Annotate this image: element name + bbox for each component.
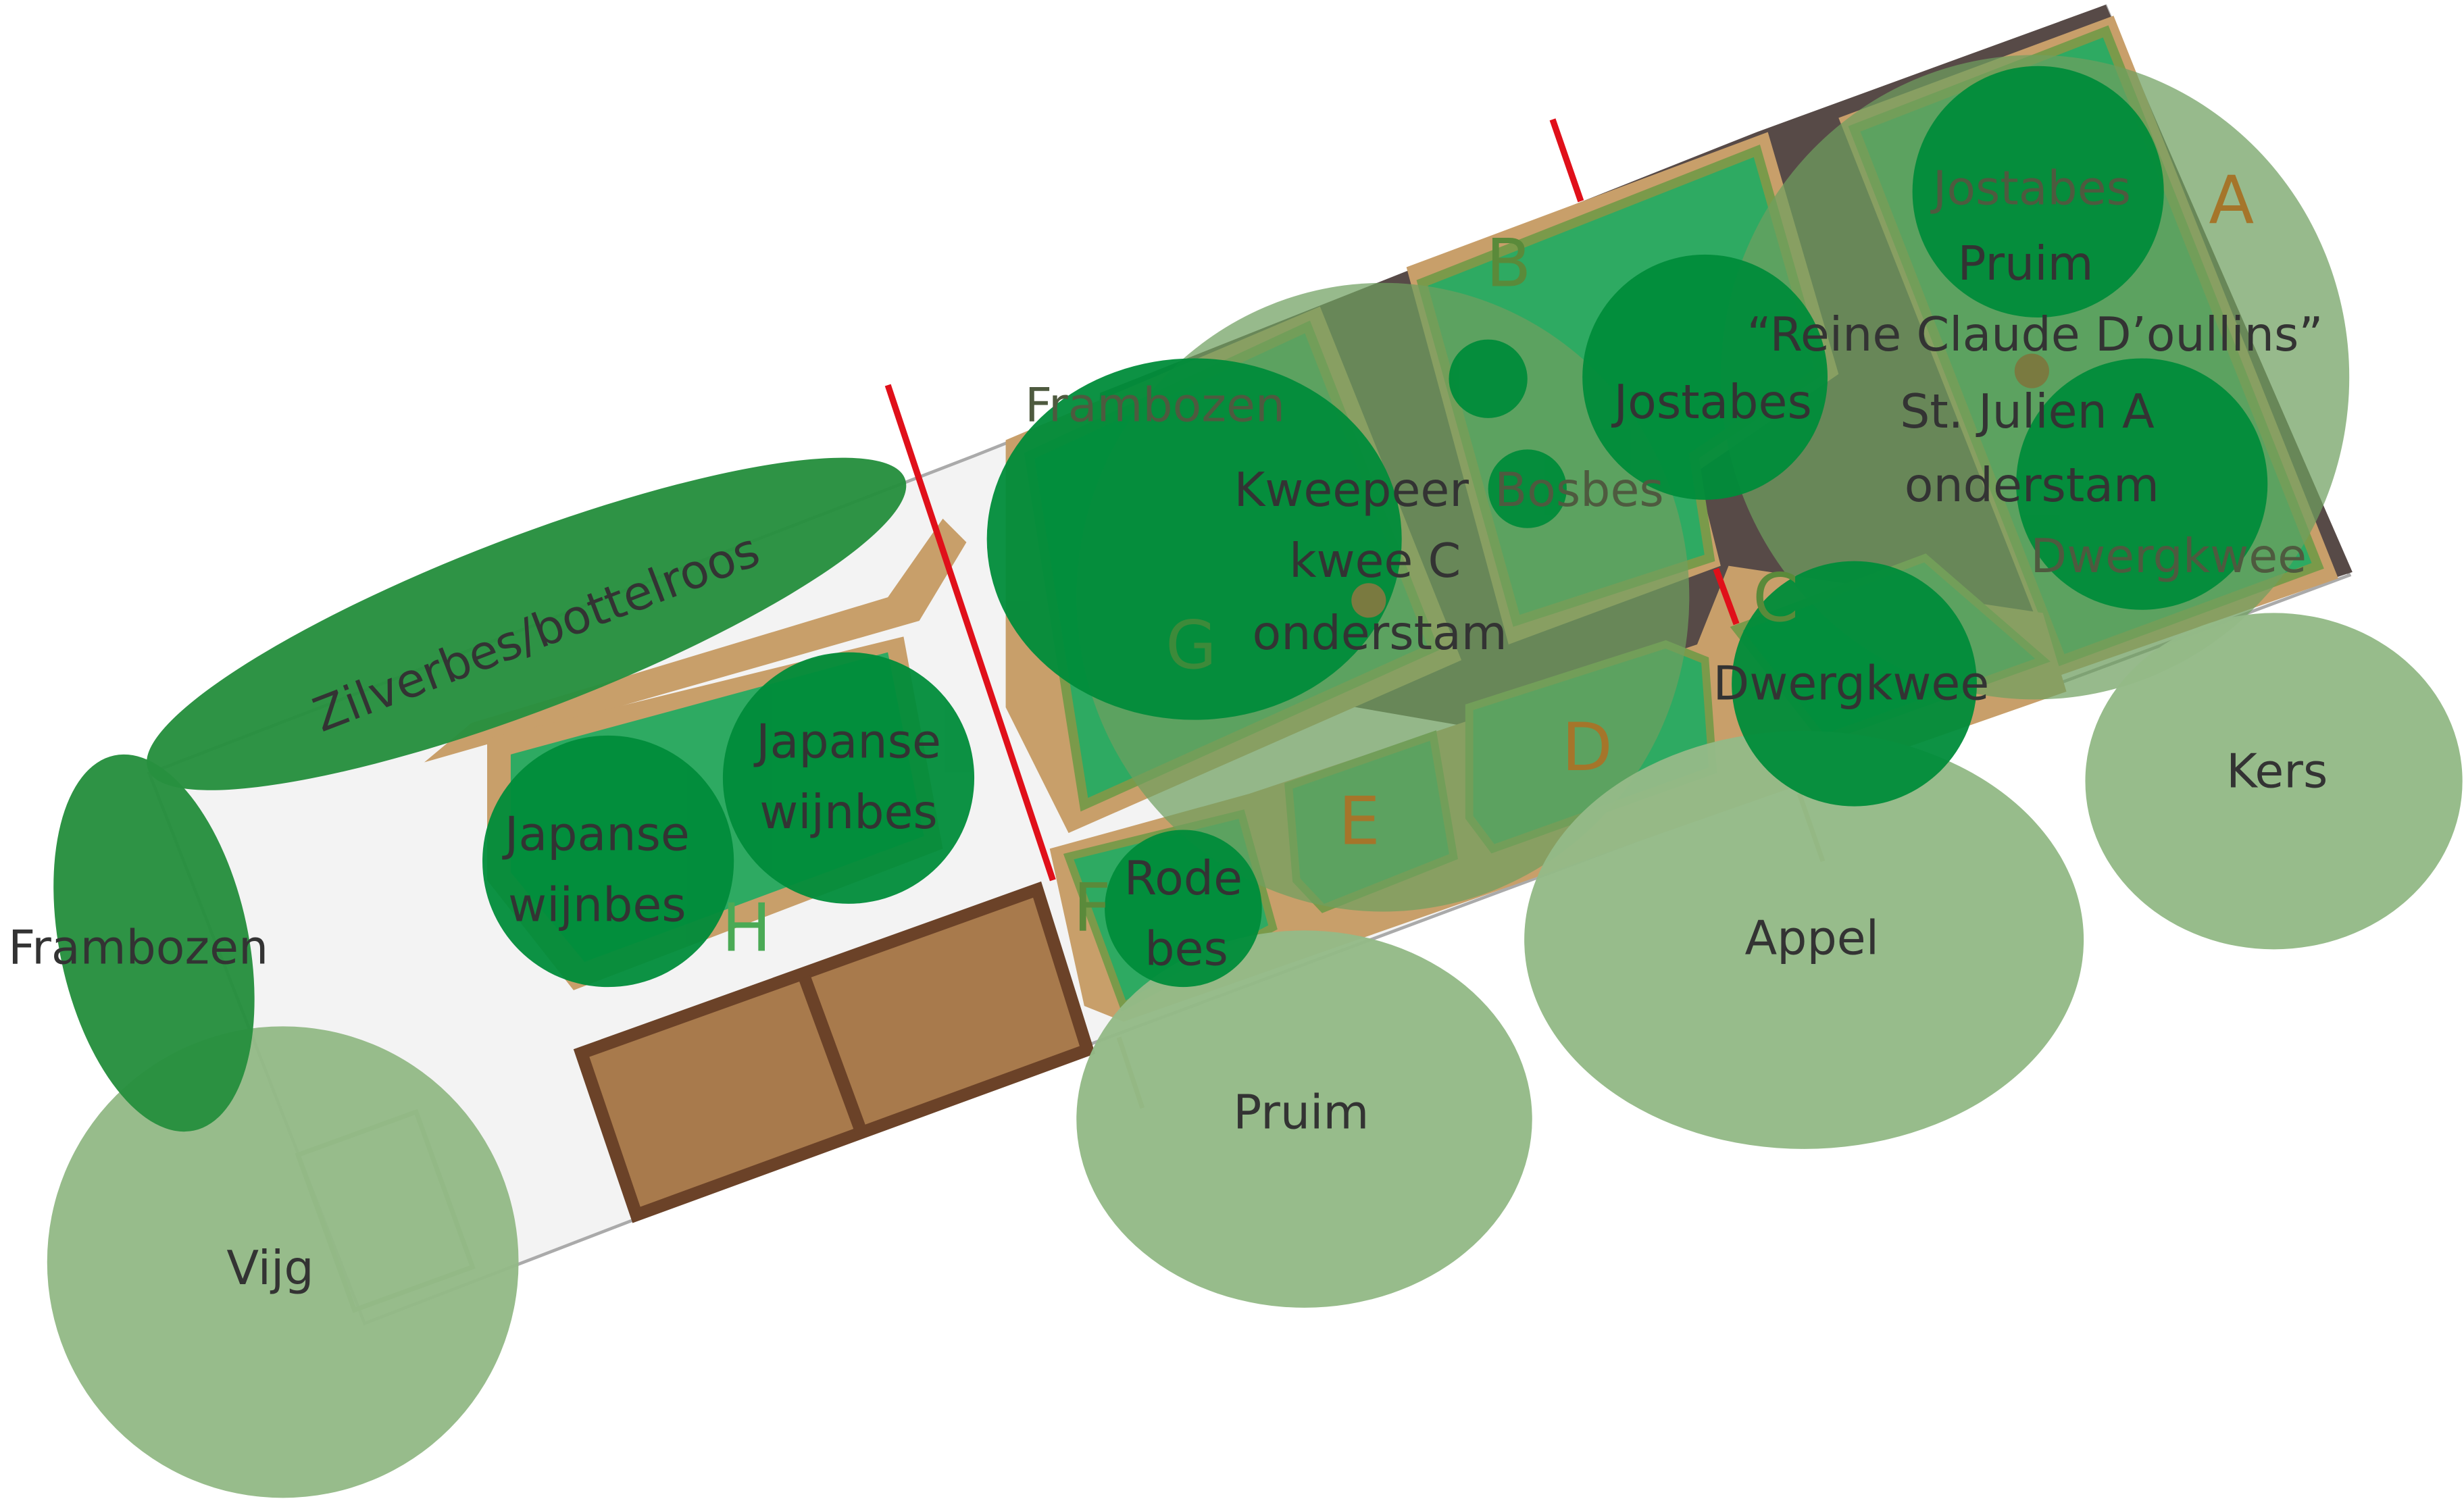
label-japanse-1a: Japanse [753, 714, 941, 769]
label-jostabes-a: Jostabes [1930, 161, 2131, 215]
crates [573, 881, 1096, 1223]
canopy-appel [1524, 730, 2084, 1149]
label-kweepeer-1: Kweepeer [1234, 463, 1469, 517]
label-pruim-back-4: onderstam [1905, 458, 2159, 513]
label-kers: Kers [2226, 744, 2328, 799]
label-rode-bes-b: bes [1145, 922, 1228, 977]
label-rode-bes-a: Rode [1124, 851, 1242, 906]
bed-letter-b: B [1486, 225, 1531, 302]
trunk-kweepeer [1351, 583, 1386, 618]
label-jostabes-b: Jostabes [1611, 375, 1812, 430]
hedge-frambozen [53, 754, 255, 1132]
bed-letter-e: E [1338, 783, 1380, 860]
label-pruim-back-1: Pruim [1958, 236, 2094, 291]
label-japanse-2b: wijnbes [508, 877, 686, 932]
label-pruim-front: Pruim [1233, 1086, 1369, 1140]
bed-letter-g: G [1165, 607, 1217, 684]
bed-letter-a: A [2209, 162, 2254, 239]
label-dwergkwee-c: Dwergkwee [1713, 656, 1990, 711]
marker-lines [884, 118, 1740, 882]
label-pruim-back-3: St. Julien A [1900, 384, 2155, 439]
canopy-pruim-front [1076, 930, 1532, 1308]
label-dwergkwee-a: Dwergkwee [2030, 529, 2307, 584]
bed-letter-h: H [722, 890, 771, 967]
bed-letter-c: C [1753, 560, 1799, 637]
label-bosbes: Bosbes [1494, 463, 1663, 517]
label-kweepeer-2: kwee C [1289, 534, 1461, 588]
label-japanse-2a: Japanse [502, 807, 690, 862]
label-pruim-back-2: “Reine Claude D’oullins” [1747, 307, 2323, 362]
label-appel: Appel [1744, 911, 1879, 965]
bed-letter-d: D [1562, 709, 1613, 786]
canopy-kers [2085, 613, 2463, 950]
shrubs [482, 66, 2268, 988]
canopy-vijg [47, 1026, 519, 1498]
label-kweepeer-3: onderstam [1253, 606, 1507, 661]
hedge-zilverbes [147, 457, 907, 790]
label-frambozen-g: Frambozen [1025, 378, 1285, 433]
trunk-pruim [2014, 353, 2049, 388]
label-frambozen-left: Frambozen [8, 920, 268, 975]
label-japanse-1b: wijnbes [759, 785, 938, 840]
label-vijg: Vijg [226, 1241, 313, 1296]
bed-letter-f: F [1073, 869, 1111, 946]
